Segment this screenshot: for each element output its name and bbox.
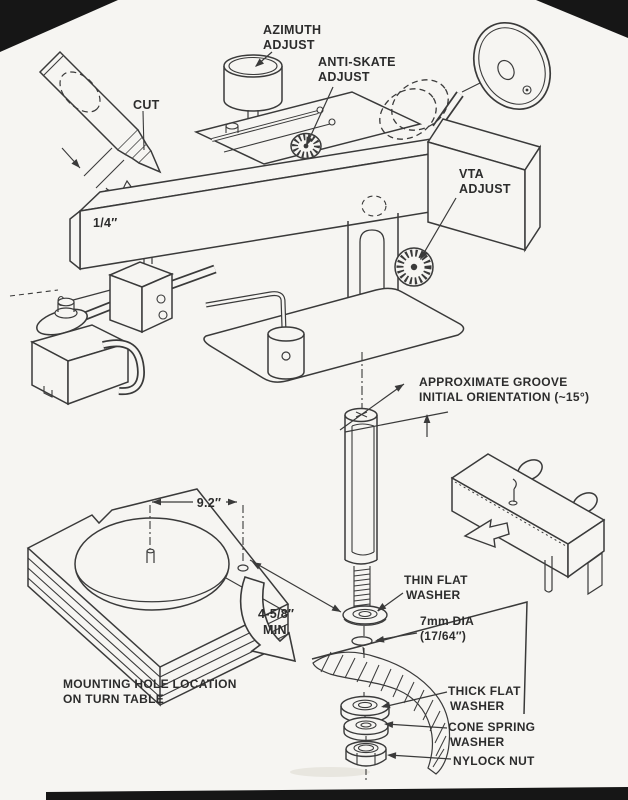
label-thick-washer-line2: WASHER: [450, 699, 505, 713]
label-thick-washer-line1: THICK FLAT: [448, 684, 521, 698]
tonearm-assembly: [9, 21, 552, 406]
label-spindle-distance: 9.2″: [197, 496, 222, 510]
label-thin-washer-line2: WASHER: [406, 588, 461, 602]
slide-direction-arrow: [463, 518, 510, 549]
label-nylock-nut: NYLOCK NUT: [453, 754, 535, 768]
counterweight-discs: [379, 21, 552, 140]
label-cone-washer-line1: CONE SPRING: [448, 720, 535, 734]
top-deck: [193, 91, 423, 165]
label-mounting-hole-line2: ON TURN TABLE: [63, 692, 164, 706]
label-azimuth-adjust-line1: AZIMUTH: [263, 23, 321, 37]
label-clearance-line1: 4-5/8″: [258, 607, 294, 621]
label-azimuth-adjust-line2: ADJUST: [263, 38, 315, 52]
base-plate: [203, 287, 465, 383]
spindle-distance-dimension: [152, 498, 237, 506]
label-hole-dia-line1: 7mm DIA: [420, 614, 474, 628]
label-vta-line2: ADJUST: [459, 182, 511, 196]
groove-orientation-annotation: [339, 383, 449, 437]
clamp-bracket-illustration: [450, 453, 606, 596]
washer-stack-illustration: [311, 592, 528, 780]
glue-tube-illustration: [38, 50, 162, 213]
torn-board-section: [312, 651, 451, 775]
turntable-illustration: [26, 488, 342, 707]
label-hole-dia-line2: (17/64″): [420, 629, 466, 643]
cone-spring-washer: [343, 716, 389, 743]
swing-direction-arrow: [239, 576, 297, 663]
threaded-stud: [353, 566, 371, 611]
thin-flat-washer: [342, 605, 388, 636]
label-anti-skate-line2: ADJUST: [318, 70, 370, 84]
label-groove-line2: INITIAL ORIENTATION (~15°): [419, 390, 589, 404]
bearing-block: [426, 118, 542, 253]
nylock-nut: [345, 740, 387, 780]
label-thin-washer-line1: THIN FLAT: [404, 573, 468, 587]
label-clearance-line2: MIN.: [263, 623, 291, 637]
label-quarter-inch: 1/4″: [93, 216, 118, 230]
washer-leader-arrows: [375, 592, 452, 760]
label-mounting-hole-line1: MOUNTING HOLE LOCATION: [63, 677, 237, 691]
label-vta-line1: VTA: [459, 167, 484, 181]
label-cut: CUT: [133, 98, 160, 112]
annotation-labels: AZIMUTH ADJUST ANTI-SKATE ADJUST CUT 1/4…: [63, 23, 589, 768]
label-anti-skate-line1: ANTI-SKATE: [318, 55, 396, 69]
cartridge-headshell: [9, 251, 217, 406]
assembly-leader-arrows: [255, 51, 457, 260]
mounting-pillar: [344, 352, 378, 611]
vta-wheel: [394, 247, 434, 287]
azimuth-gauge-knob: [223, 54, 283, 124]
arm-beam: [69, 134, 453, 271]
label-groove-line1: APPROXIMATE GROOVE: [419, 375, 568, 389]
label-cone-washer-line2: WASHER: [450, 735, 505, 749]
